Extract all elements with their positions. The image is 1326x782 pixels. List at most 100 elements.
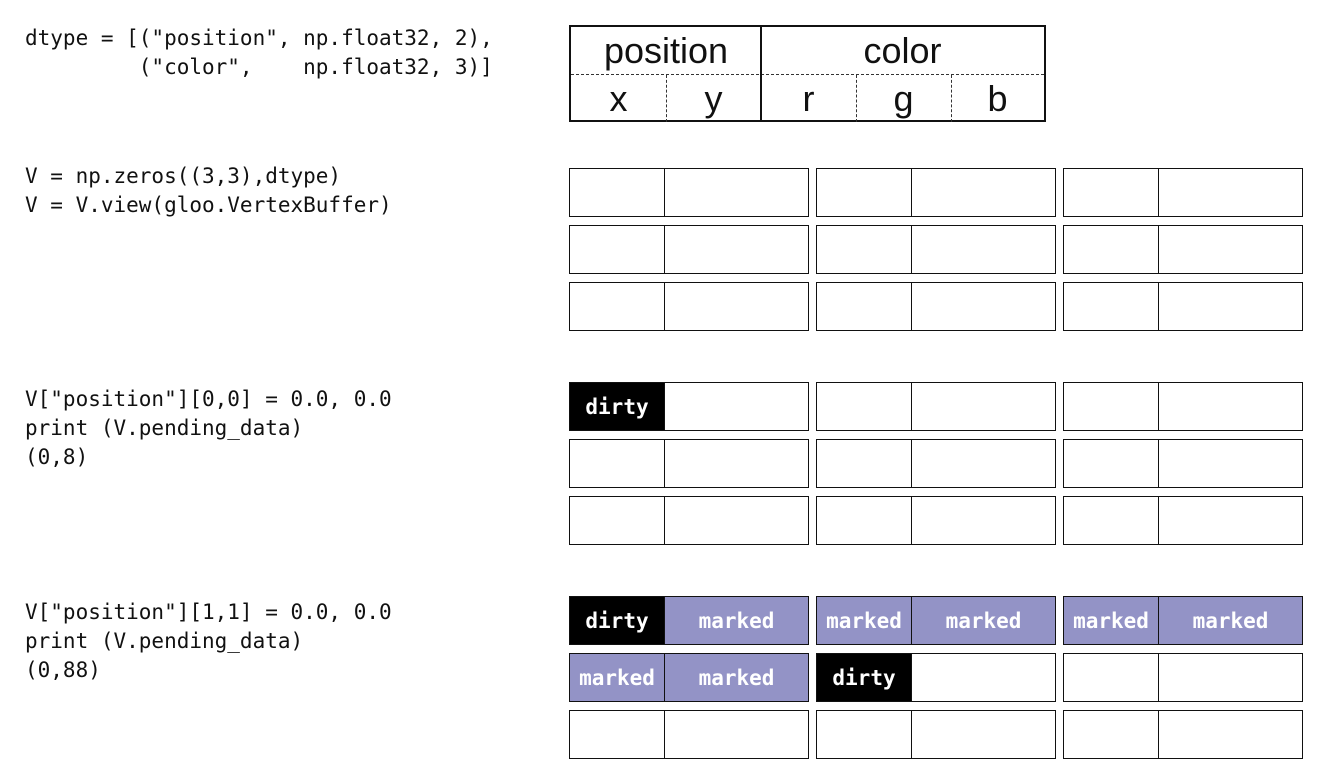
subfield-r: r [802, 77, 815, 119]
slot-marked: marked [912, 597, 1055, 644]
slot-empty [1064, 226, 1159, 273]
slot-empty [817, 383, 912, 430]
dtype-layout-table: position color x y r g b [569, 25, 1046, 122]
header-divider [571, 74, 1044, 75]
field-position-header: position [603, 30, 729, 71]
slot-empty [665, 283, 808, 330]
buffer-row [569, 710, 1303, 759]
slot-empty [912, 497, 1055, 544]
vertex-cell [1063, 496, 1303, 545]
slot-empty [1159, 711, 1302, 758]
code-line: V = np.zeros((3,3),dtype) [25, 164, 342, 188]
vertex-cell [569, 282, 809, 331]
vertex-cell [569, 439, 809, 488]
subfield-separator [951, 75, 952, 122]
code-line: V["position"][0,0] = 0.0, 0.0 [25, 387, 392, 411]
vertex-cell [1063, 282, 1303, 331]
slot-marked: marked [665, 654, 808, 701]
vertex-cell [1063, 168, 1303, 217]
subfield-x: x [609, 77, 628, 119]
field-separator [760, 27, 762, 122]
slot-empty [1064, 169, 1159, 216]
slot-empty [1064, 383, 1159, 430]
slot-empty [570, 283, 665, 330]
vertex-cell: dirty [816, 653, 1056, 702]
vertex-cell [1063, 225, 1303, 274]
slot-empty [912, 654, 1055, 701]
slot-empty [912, 169, 1055, 216]
slot-dirty: dirty [570, 597, 665, 644]
code-output: (0,8) [25, 445, 89, 469]
slot-empty [1159, 440, 1302, 487]
code-line: V["position"][1,1] = 0.0, 0.0 [25, 600, 392, 624]
slot-empty [570, 711, 665, 758]
slot-marked: marked [570, 654, 665, 701]
subfield-g: g [893, 77, 914, 119]
slot-empty [570, 226, 665, 273]
subfield-y: y [704, 77, 723, 119]
vertex-cell [569, 710, 809, 759]
slot-empty [1064, 711, 1159, 758]
slot-empty [912, 283, 1055, 330]
slot-empty [1064, 497, 1159, 544]
code-line: ("color", np.float32, 3)] [25, 55, 493, 79]
subfield-separator [856, 75, 857, 122]
subfield-separator [666, 75, 667, 122]
slot-marked: marked [665, 597, 808, 644]
buffer-row [569, 225, 1303, 274]
vertex-cell: dirty [569, 382, 809, 431]
slot-empty [1159, 226, 1302, 273]
slot-empty [1159, 383, 1302, 430]
slot-empty [570, 169, 665, 216]
slot-empty [1064, 283, 1159, 330]
slot-marked: marked [1159, 597, 1302, 644]
vertex-cell [816, 168, 1056, 217]
vertex-cell [816, 710, 1056, 759]
slot-empty [570, 440, 665, 487]
slot-empty [912, 440, 1055, 487]
buffer-row [569, 496, 1303, 545]
vertex-cell [816, 439, 1056, 488]
slot-empty [665, 169, 808, 216]
vertex-cell [816, 225, 1056, 274]
slot-empty [1159, 497, 1302, 544]
slot-empty [570, 497, 665, 544]
slot-empty [817, 283, 912, 330]
slot-empty [817, 169, 912, 216]
slot-empty [665, 497, 808, 544]
slot-empty [817, 226, 912, 273]
slot-empty [1064, 654, 1159, 701]
buffer-row [569, 439, 1303, 488]
slot-empty [665, 440, 808, 487]
slot-empty [912, 383, 1055, 430]
slot-marked: marked [1064, 597, 1159, 644]
code-line: print (V.pending_data) [25, 416, 304, 440]
code-dtype-declaration: dtype = [("position", np.float32, 2), ("… [25, 24, 493, 82]
vertex-cell [569, 168, 809, 217]
code-line: dtype = [("position", np.float32, 2), [25, 26, 493, 50]
slot-marked: marked [817, 597, 912, 644]
vertex-cell [1063, 439, 1303, 488]
vertex-cell [1063, 653, 1303, 702]
code-line: V = V.view(gloo.VertexBuffer) [25, 193, 392, 217]
code-zeros-view: V = np.zeros((3,3),dtype) V = V.view(gloo… [25, 162, 392, 220]
vertex-cell [1063, 382, 1303, 431]
slot-empty [1159, 283, 1302, 330]
slot-empty [912, 226, 1055, 273]
vertex-cell [816, 382, 1056, 431]
buffer-row [569, 168, 1303, 217]
slot-empty [1064, 440, 1159, 487]
slot-empty [665, 226, 808, 273]
slot-dirty: dirty [817, 654, 912, 701]
slot-empty [665, 383, 808, 430]
slot-empty [1159, 654, 1302, 701]
code-output: (0,88) [25, 658, 101, 682]
vertex-cell [1063, 710, 1303, 759]
